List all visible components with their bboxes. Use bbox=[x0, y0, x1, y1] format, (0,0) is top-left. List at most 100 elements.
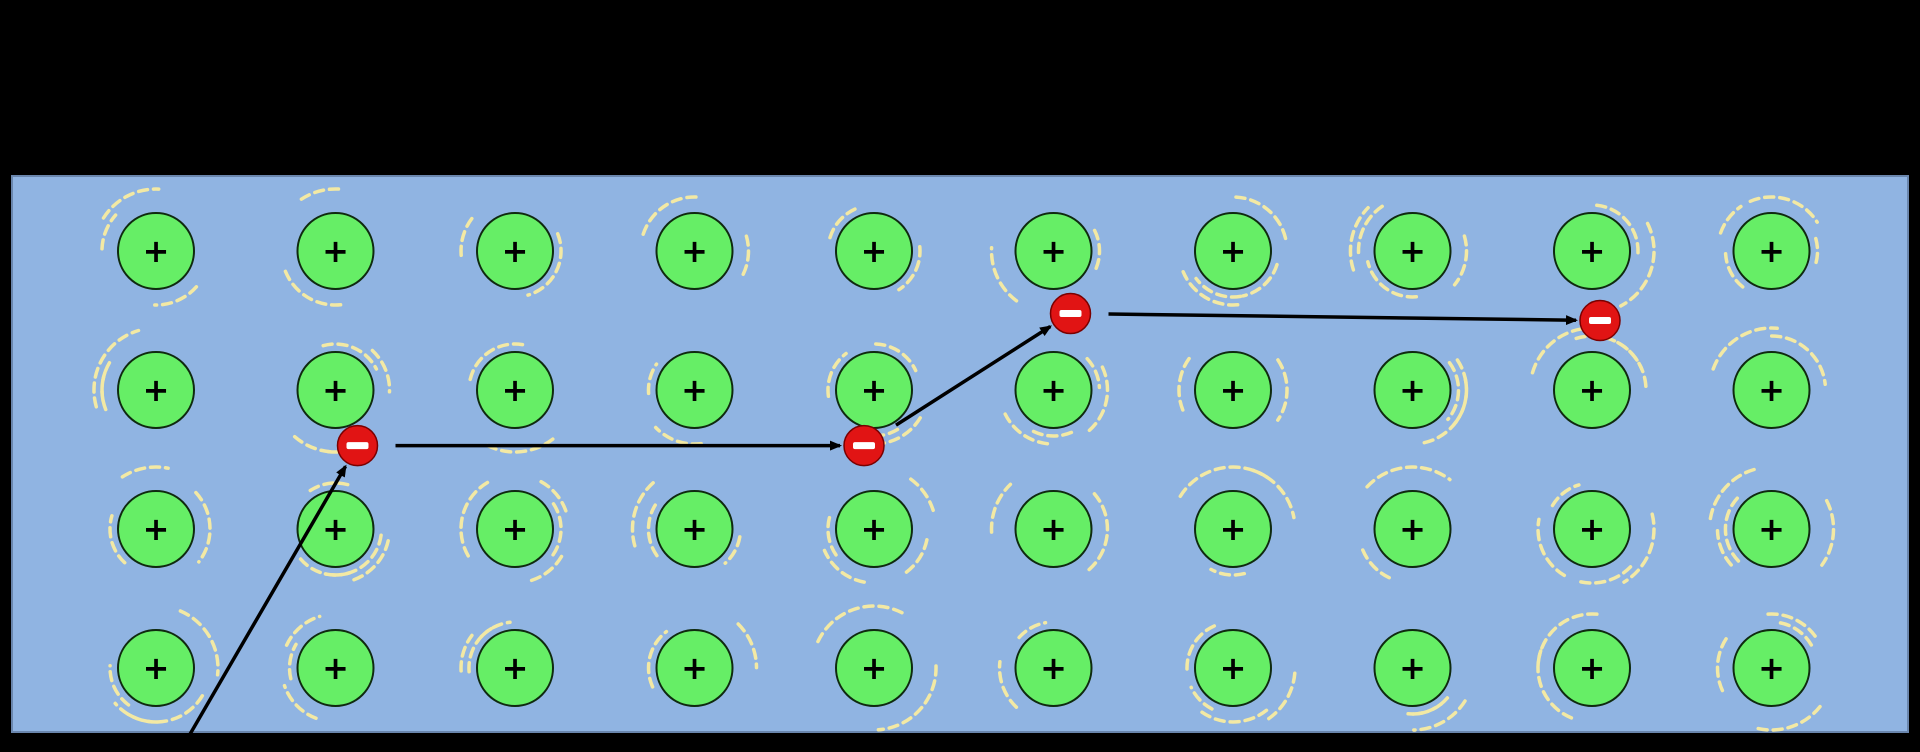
positive-ion: + bbox=[117, 351, 195, 429]
vibration-mark bbox=[459, 213, 476, 258]
positive-ion: + bbox=[655, 351, 734, 429]
vibration-mark bbox=[1348, 205, 1370, 272]
ion-layer: ++++++++++++++++++++++++++++++++++++++++ bbox=[117, 212, 1811, 707]
vibration-mark bbox=[120, 465, 170, 479]
ion-circle bbox=[1373, 351, 1452, 429]
vibration-mark bbox=[1536, 612, 1600, 665]
vibration-mark bbox=[308, 481, 350, 493]
vibration-mark bbox=[822, 548, 866, 584]
vibration-mark bbox=[370, 348, 392, 394]
vibration-mark bbox=[1083, 492, 1110, 575]
vibration-mark bbox=[736, 622, 759, 670]
vibration-mark bbox=[113, 701, 159, 724]
positive-ion: + bbox=[655, 212, 734, 290]
vibration-mark bbox=[1267, 671, 1297, 721]
vibration-mark bbox=[194, 490, 212, 564]
positive-ion: + bbox=[835, 351, 913, 429]
ion-charge-label: + bbox=[681, 232, 708, 270]
vibration-mark bbox=[1197, 708, 1269, 724]
vibration-mark bbox=[1209, 567, 1247, 577]
vibration-mark bbox=[641, 195, 701, 236]
vibration-mark bbox=[1185, 623, 1217, 671]
ion-charge-label: + bbox=[861, 649, 888, 687]
vibration-mark bbox=[459, 633, 474, 673]
vibration-mark bbox=[1622, 512, 1656, 584]
ion-circle bbox=[476, 212, 554, 290]
ion-circle bbox=[1553, 212, 1631, 290]
vibration-mark bbox=[299, 187, 344, 201]
vibration-mark bbox=[1577, 565, 1633, 585]
ion-circle bbox=[296, 351, 375, 429]
ion-charge-label: + bbox=[861, 510, 888, 548]
vibration-mark bbox=[897, 245, 922, 292]
vibration-mark bbox=[1028, 427, 1074, 438]
positive-ion: + bbox=[1732, 629, 1811, 707]
ion-circle bbox=[476, 629, 554, 707]
ion-charge-label: + bbox=[502, 232, 529, 270]
ion-circle bbox=[1553, 490, 1631, 568]
vibration-mark bbox=[282, 683, 318, 721]
positive-ion: + bbox=[1014, 490, 1093, 568]
positive-ion: + bbox=[1014, 629, 1093, 707]
vibration-mark bbox=[828, 205, 862, 240]
vibration-mark bbox=[1234, 195, 1288, 243]
vibration-mark bbox=[1766, 612, 1821, 643]
vibration-mark bbox=[646, 503, 659, 558]
ion-charge-label: + bbox=[1399, 232, 1426, 270]
vibration-mark bbox=[1406, 702, 1443, 716]
vibration-mark bbox=[1366, 260, 1419, 299]
ion-charge-label: + bbox=[1399, 510, 1426, 548]
ion-circle bbox=[1014, 490, 1093, 568]
vibration-mark bbox=[869, 427, 900, 438]
electron-minus-sign bbox=[1059, 310, 1082, 318]
positive-ion: + bbox=[117, 490, 195, 568]
vibration-mark bbox=[1421, 377, 1469, 445]
vibration-mark bbox=[539, 479, 569, 517]
electron-path-arrow bbox=[182, 464, 348, 746]
vibration-mark bbox=[1365, 465, 1452, 489]
ion-charge-label: + bbox=[1040, 649, 1067, 687]
positive-ion: + bbox=[1373, 629, 1452, 707]
vibration-mark bbox=[1406, 696, 1450, 716]
vibration-mark bbox=[1723, 251, 1745, 289]
positive-ion: + bbox=[476, 212, 554, 290]
vibration-mark bbox=[1189, 685, 1214, 711]
ion-circle bbox=[1373, 629, 1452, 707]
ion-charge-label: + bbox=[322, 649, 349, 687]
ion-circle bbox=[296, 629, 375, 707]
vibration-mark bbox=[459, 480, 491, 558]
electron-minus-sign bbox=[1589, 317, 1611, 324]
positive-ion: + bbox=[476, 490, 554, 568]
ion-charge-label: + bbox=[143, 371, 170, 409]
ion-circle bbox=[1014, 212, 1093, 290]
vibration-mark bbox=[874, 342, 918, 373]
vibration-mark bbox=[1083, 365, 1110, 436]
electron bbox=[843, 424, 885, 467]
ion-charge-label: + bbox=[861, 371, 888, 409]
vibration-mark bbox=[1194, 276, 1243, 299]
ion-circle bbox=[1732, 629, 1811, 707]
vibration-mark bbox=[1715, 528, 1733, 567]
vibration-mark bbox=[989, 245, 1019, 303]
vibration-mark bbox=[909, 477, 935, 513]
vibration-mark bbox=[350, 539, 390, 582]
ion-charge-label: + bbox=[502, 649, 529, 687]
ion-charge-label: + bbox=[1040, 232, 1067, 270]
positive-ion: + bbox=[476, 629, 554, 707]
ion-circle bbox=[1732, 212, 1811, 290]
vibration-mark bbox=[479, 620, 512, 639]
ion-circle bbox=[117, 490, 195, 568]
ion-circle bbox=[117, 351, 195, 429]
vibration-mark bbox=[904, 538, 929, 575]
vibration-mark bbox=[1017, 620, 1048, 640]
vibration-mark bbox=[1748, 195, 1819, 224]
vibration-mark bbox=[484, 437, 555, 454]
positive-ion: + bbox=[1732, 212, 1811, 290]
ion-charge-label: + bbox=[1220, 232, 1247, 270]
ion-circle bbox=[1014, 351, 1093, 429]
vibration-mark bbox=[646, 362, 659, 396]
electron bbox=[336, 424, 379, 467]
ion-circle bbox=[296, 490, 375, 568]
